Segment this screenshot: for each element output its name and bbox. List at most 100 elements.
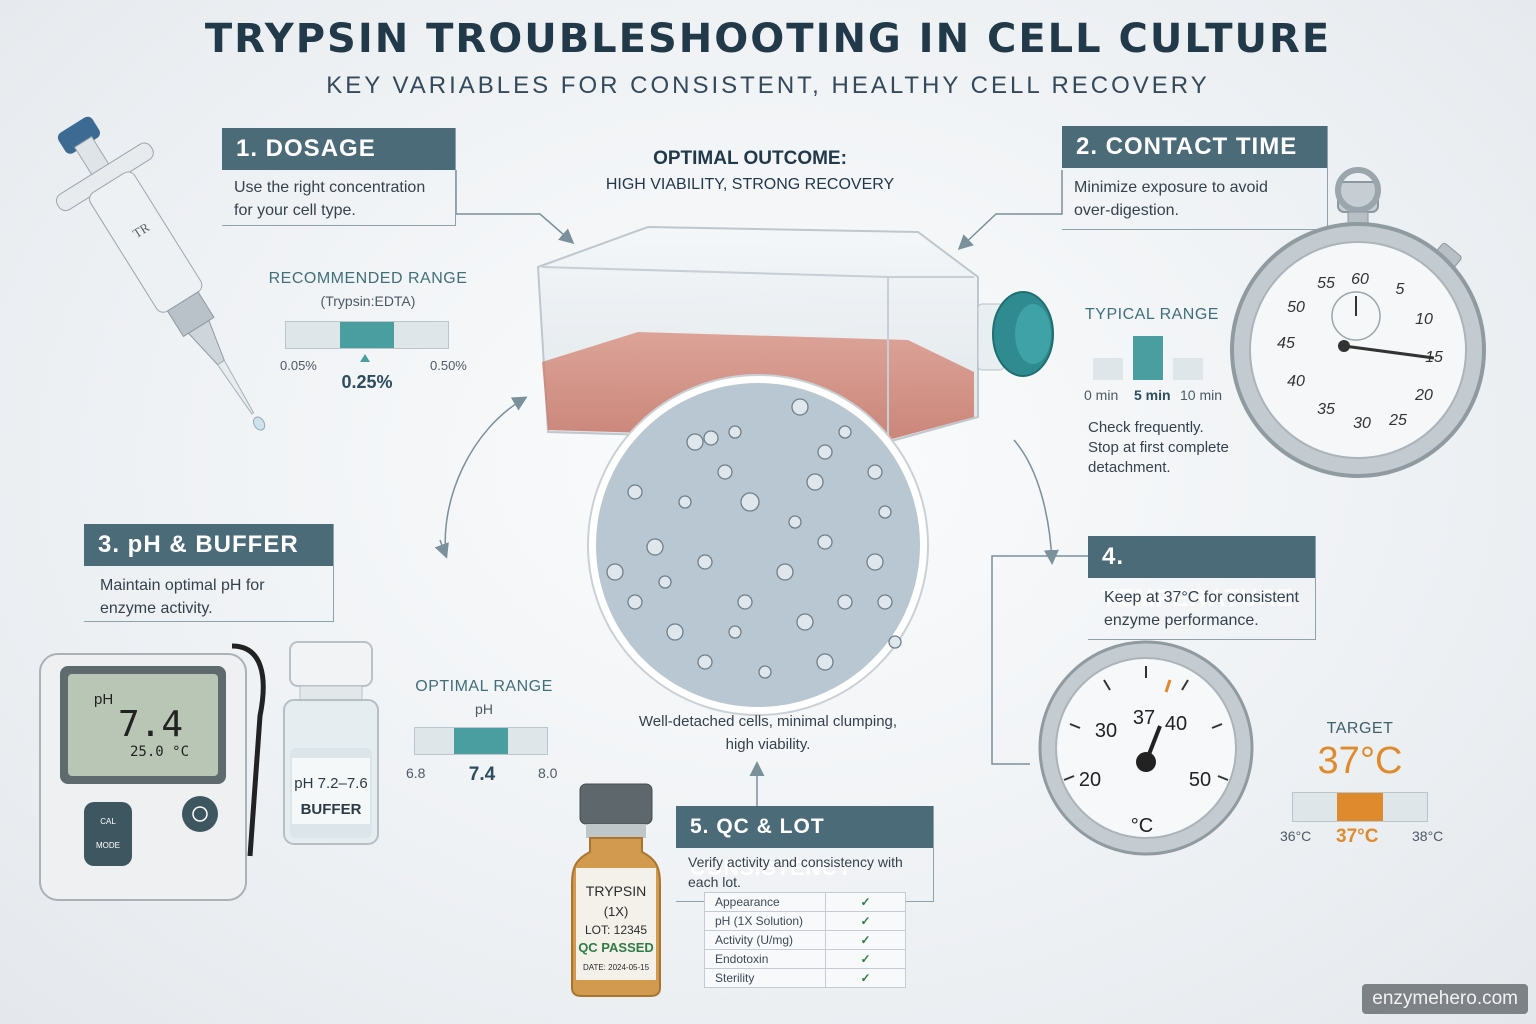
- qc-desc: Verify activity and consistency with eac…: [676, 848, 933, 896]
- dosage-marker-icon: [360, 354, 370, 362]
- contact-note-line1: Check frequently.: [1088, 419, 1204, 436]
- temperature-desc: Keep at 37°C for consistent enzyme perfo…: [1088, 578, 1315, 640]
- contact-range-bars: [1093, 336, 1203, 380]
- meter-btn-cal: CAL: [100, 817, 116, 826]
- vial-date: DATE: 2024-05-15: [583, 963, 650, 972]
- pipette-icon: TR: [56, 116, 266, 431]
- page-subtitle: KEY VARIABLES FOR CONSISTENT, HEALTHY CE…: [326, 72, 1210, 99]
- dosage-bar-high: [394, 322, 448, 348]
- vial-conc: (1X): [604, 904, 629, 919]
- optimal-title: OPTIMAL OUTCOME:: [653, 148, 847, 169]
- contact-tick-0: 0 min: [1084, 387, 1119, 403]
- qc-desc-line1: Verify activity and consistency with: [688, 854, 903, 870]
- temperature-card: 4. TEMPERATURE Keep at 37°C for consiste…: [1088, 536, 1316, 640]
- contact-desc: Minimize exposure to avoid over-digestio…: [1062, 168, 1327, 230]
- dial-30: 30: [1353, 415, 1371, 432]
- check-icon: ✓: [825, 949, 906, 969]
- dosage-range-label: RECOMMENDED RANGE: [268, 270, 468, 287]
- gauge-50: 50: [1189, 769, 1211, 791]
- check-icon: ✓: [825, 930, 906, 950]
- qc-card: 5. QC & LOT CONSISTENCY Verify activity …: [676, 806, 934, 902]
- gauge-30: 30: [1095, 720, 1117, 742]
- ph-bar-low: [415, 728, 454, 754]
- dosage-desc-line1: Use the right concentration: [234, 179, 426, 196]
- dosage-value: 0.25%: [341, 372, 393, 392]
- gauge-20: 20: [1079, 769, 1101, 791]
- ph-range-bar: [414, 727, 548, 755]
- optimal-subtitle: HIGH VIABILITY, STRONG RECOVERY: [605, 176, 895, 193]
- ph-desc-line2: enzyme activity.: [100, 600, 213, 617]
- watermark[interactable]: enzymehero.com: [1362, 984, 1528, 1014]
- vial-status: QC PASSED: [578, 940, 654, 955]
- gauge-40: 40: [1165, 713, 1187, 735]
- ph-range-sub: pH: [475, 701, 493, 717]
- qc-header: 5. QC & LOT CONSISTENCY: [676, 806, 933, 880]
- dial-55: 55: [1317, 275, 1335, 292]
- dial-25: 25: [1388, 412, 1407, 429]
- temperature-header: 4. TEMPERATURE: [1088, 536, 1315, 612]
- temperature-desc-line1: Keep at 37°C for consistent: [1104, 589, 1299, 606]
- check-icon: ✓: [825, 968, 906, 988]
- dosage-header: 1. DOSAGE: [222, 128, 455, 170]
- ph-desc: Maintain optimal pH for enzyme activity.: [84, 566, 333, 628]
- meter-btn-mode: MODE: [96, 841, 120, 850]
- qc-row-label: Sterility: [704, 968, 826, 988]
- contact-desc-line2: over-digestion.: [1074, 202, 1179, 219]
- microscope-caption: Well-detached cells, minimal clumping, h…: [620, 710, 916, 756]
- meter-ph-label: pH: [94, 691, 113, 708]
- vial-lot: LOT: 12345: [585, 923, 647, 937]
- stopwatch-icon: 60 5 10 15 20 25 30 35 40 45 50 55: [1230, 167, 1486, 478]
- dosage-desc-line2: for your cell type.: [234, 202, 356, 219]
- optimal-outcome: OPTIMAL OUTCOME: HIGH VIABILITY, STRONG …: [600, 148, 900, 194]
- dial-40: 40: [1287, 373, 1305, 390]
- temperature-bar-high: [1383, 793, 1427, 821]
- ph-header: 3. pH & BUFFER: [84, 524, 333, 566]
- table-row: pH (1X Solution)✓: [704, 911, 906, 931]
- dial-10: 10: [1415, 311, 1433, 328]
- ph-card: 3. pH & BUFFER Maintain optimal pH for e…: [84, 524, 334, 622]
- gauge-unit: °C: [1131, 815, 1153, 837]
- dosage-max: 0.50%: [430, 358, 467, 373]
- dial-50: 50: [1287, 299, 1305, 316]
- dosage-bar-optimal: [340, 322, 394, 348]
- dial-20: 20: [1414, 387, 1433, 404]
- ph-value: 7.4: [468, 764, 496, 785]
- temperature-desc-line2: enzyme performance.: [1104, 612, 1259, 629]
- dosage-bar-low: [286, 322, 340, 348]
- dosage-range-sub: (Trypsin:EDTA): [320, 293, 416, 309]
- temperature-bar-optimal: [1336, 793, 1384, 821]
- temperature-mid: 37°C: [1336, 826, 1379, 847]
- temperature-max: 38°C: [1412, 828, 1444, 844]
- dosage-desc: Use the right concentration for your cel…: [222, 170, 455, 228]
- ph-meter-icon: pH 7.4 25.0 °C CAL MODE: [39, 643, 266, 901]
- dosage-min: 0.05%: [280, 358, 317, 373]
- caption-line-1: Well-detached cells, minimal clumping,: [638, 713, 898, 730]
- bottle-buffer-text: BUFFER: [301, 801, 362, 818]
- ph-range-label: OPTIMAL RANGE: [415, 678, 553, 695]
- contact-card: 2. CONTACT TIME Minimize exposure to avo…: [1062, 126, 1328, 230]
- table-row: Activity (U/mg)✓: [704, 930, 906, 950]
- ph-max: 8.0: [538, 765, 558, 781]
- contact-tick-5: 5 min: [1134, 387, 1171, 403]
- contact-header: 2. CONTACT TIME: [1062, 126, 1327, 168]
- contact-note-line2: Stop at first complete: [1088, 439, 1229, 456]
- meter-temp: 25.0 °C: [130, 744, 189, 760]
- meter-reading: 7.4: [118, 704, 183, 745]
- bottle-ph-text: pH 7.2–7.6: [294, 775, 367, 792]
- temperature-gauge-icon: 20 30 37 40 50 °C: [1038, 640, 1254, 856]
- table-row: Endotoxin✓: [704, 949, 906, 969]
- qc-desc-line2: each lot.: [688, 874, 741, 890]
- dial-35: 35: [1317, 401, 1335, 418]
- contact-range-label: TYPICAL RANGE: [1085, 306, 1219, 323]
- contact-desc-line1: Minimize exposure to avoid: [1074, 179, 1268, 196]
- dosage-card: 1. DOSAGE Use the right concentration fo…: [222, 128, 456, 226]
- trypsin-vial-icon: TRYPSIN (1X) LOT: 12345 QC PASSED DATE: …: [571, 783, 661, 997]
- dosage-range-bar: [285, 321, 449, 349]
- contact-note: Check frequently. Stop at first complete…: [1088, 418, 1229, 478]
- vial-name: TRYPSIN: [586, 883, 646, 899]
- caption-line-2: high viability.: [725, 736, 811, 753]
- check-icon: ✓: [825, 892, 906, 912]
- table-row: Sterility✓: [704, 968, 906, 988]
- buffer-bottle-icon: pH 7.2–7.6 BUFFER: [283, 641, 379, 845]
